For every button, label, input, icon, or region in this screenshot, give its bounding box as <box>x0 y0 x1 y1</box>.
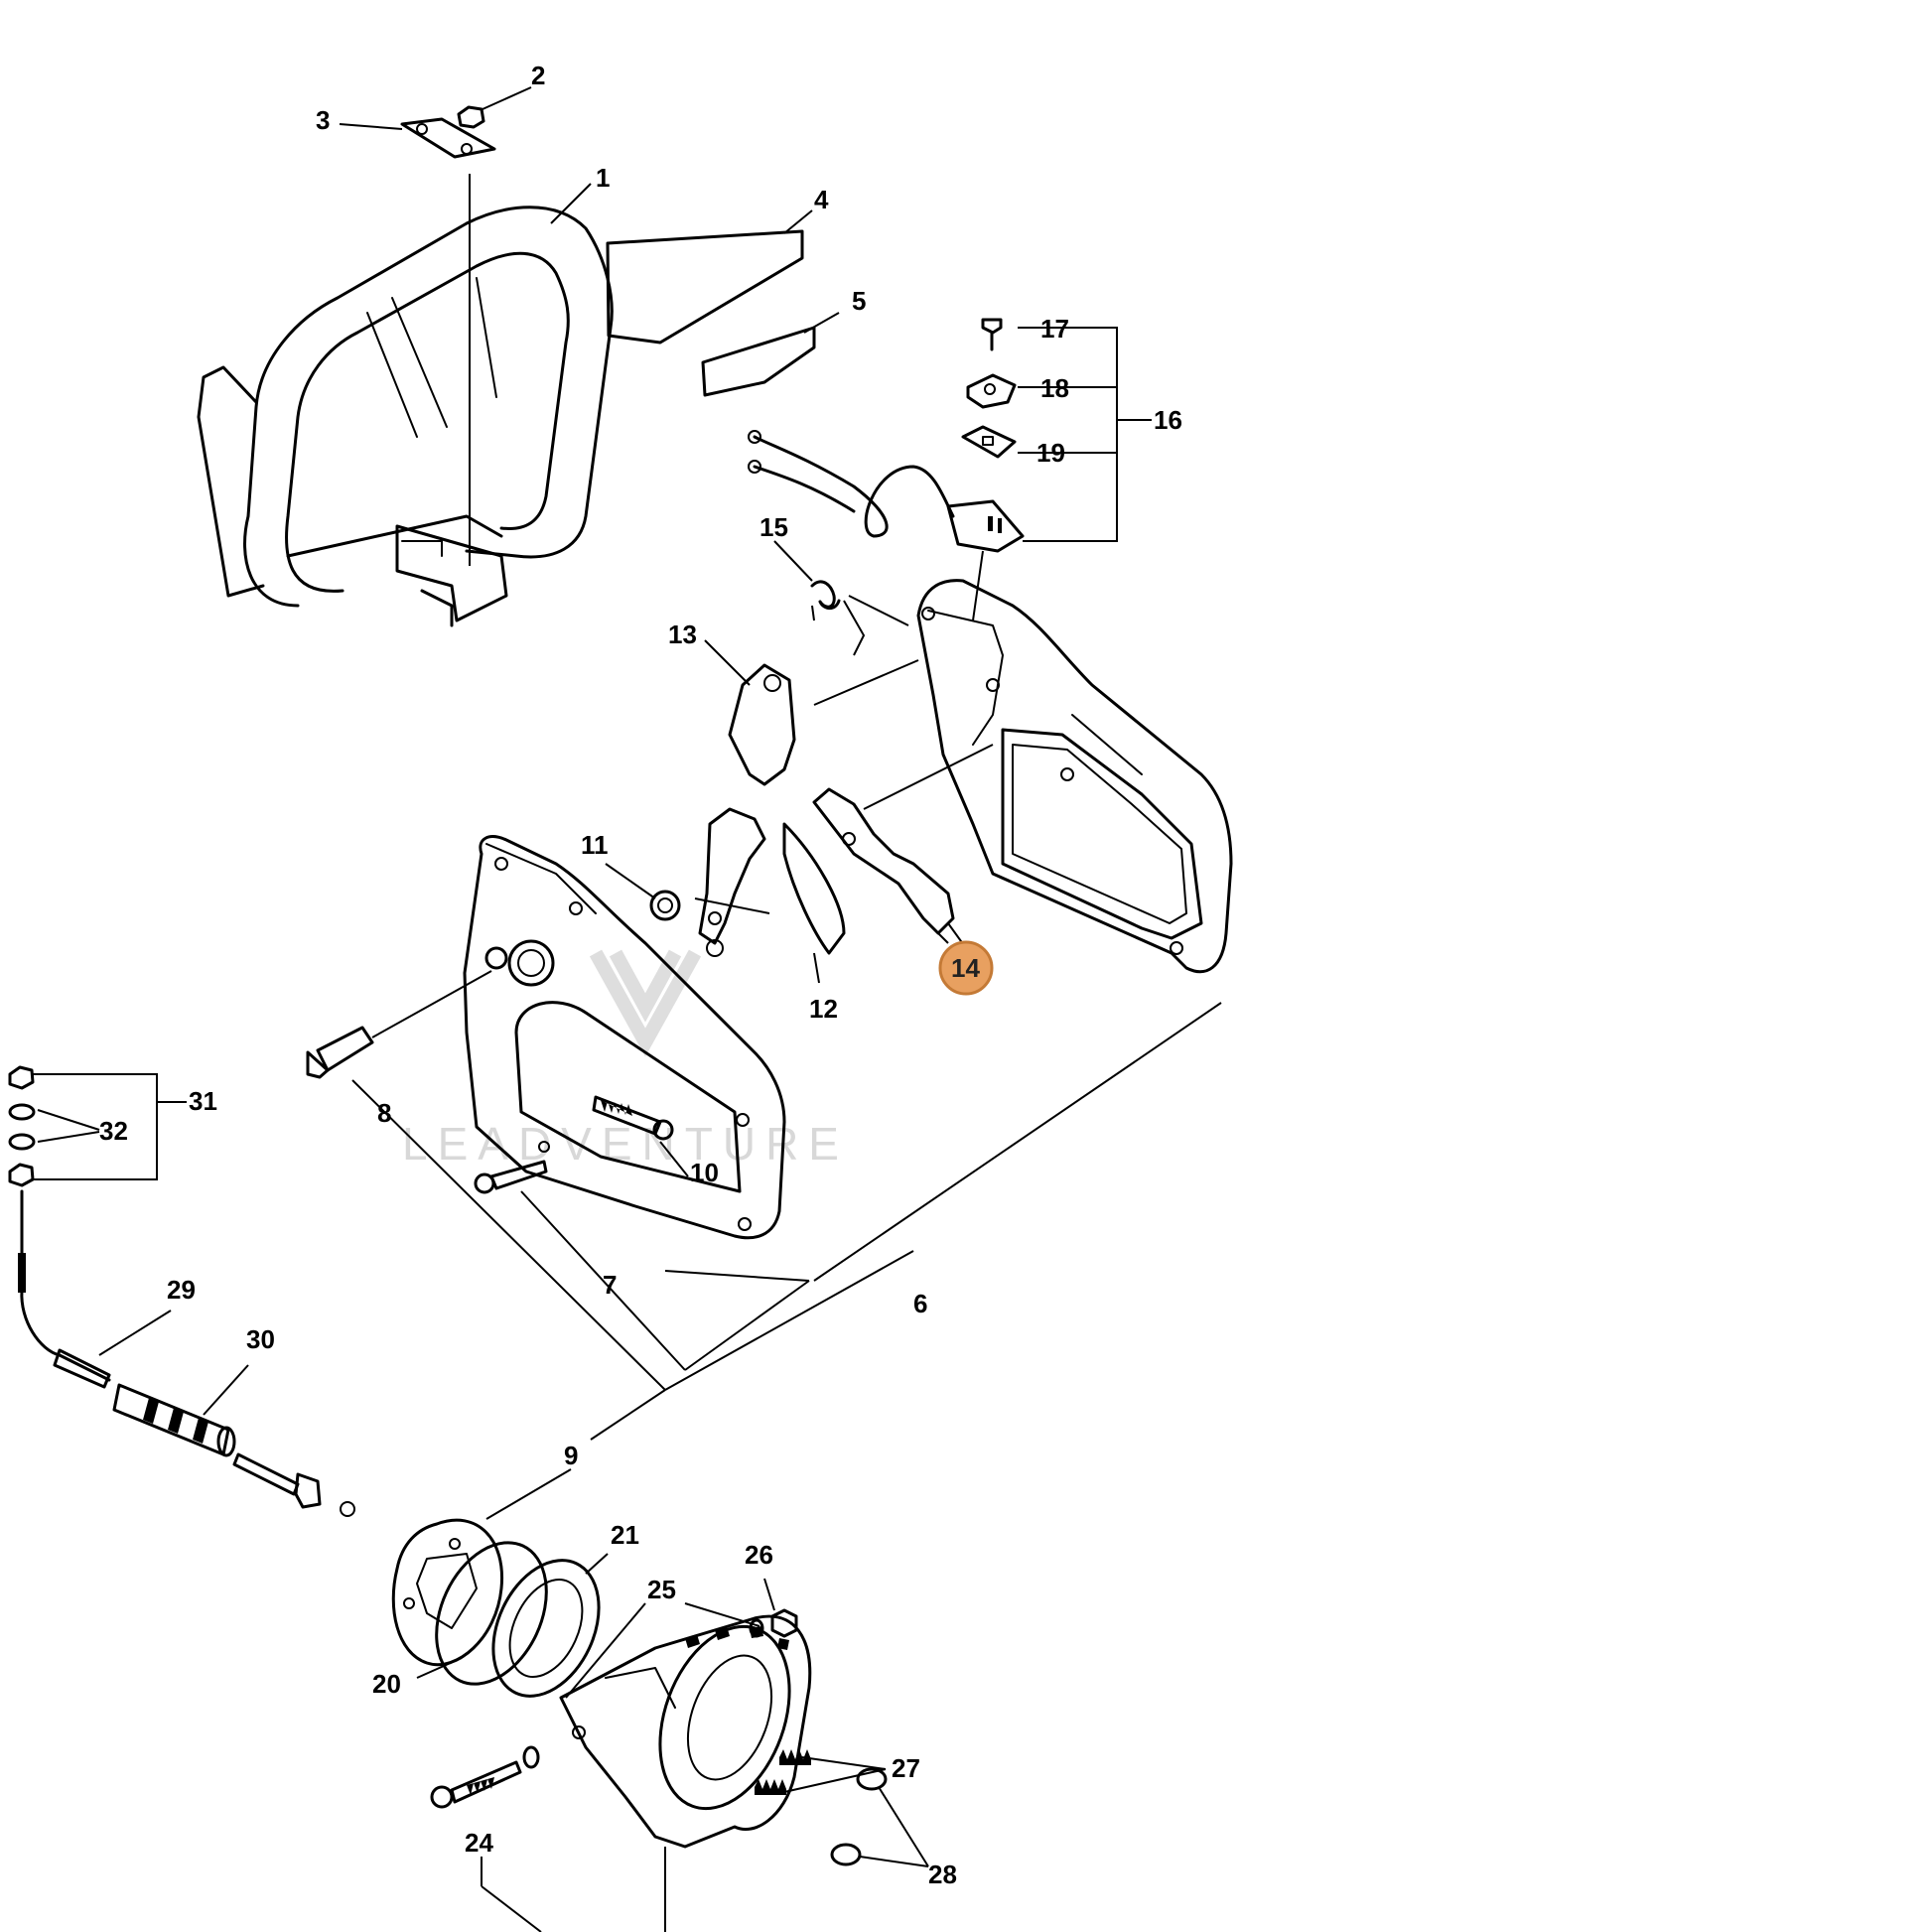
callout-11: 11 <box>581 830 609 860</box>
callout-3: 3 <box>316 105 330 135</box>
callout-12: 12 <box>809 994 838 1024</box>
screw-part-7 <box>474 1141 550 1194</box>
callout-28: 28 <box>928 1860 957 1889</box>
sleeve-part-30 <box>112 1383 236 1457</box>
callout-17: 17 <box>1040 314 1069 344</box>
callout-5: 5 <box>852 286 866 316</box>
rear-handle-housing-part-6 <box>916 579 1233 974</box>
callout-25: 25 <box>647 1575 676 1604</box>
callout-26: 26 <box>745 1540 773 1570</box>
nut-part-26 <box>749 1608 798 1638</box>
nuts-washers-parts-31-32 <box>8 1065 36 1187</box>
housing-part-25 <box>559 1614 812 1849</box>
throttle-cable-part-29 <box>18 1189 111 1389</box>
screw-part-24 <box>430 1745 540 1809</box>
callout-29: 29 <box>167 1275 196 1305</box>
callout-27: 27 <box>892 1753 920 1783</box>
label-part-4 <box>606 229 804 345</box>
callout-2: 2 <box>531 61 545 90</box>
callout-8: 8 <box>377 1098 391 1128</box>
buffers-part-28 <box>830 1767 888 1866</box>
callout-15: 15 <box>759 512 788 542</box>
callout-6: 6 <box>913 1289 927 1318</box>
callout-31: 31 <box>189 1086 217 1116</box>
callout-7: 7 <box>603 1270 617 1300</box>
callout-21: 21 <box>611 1520 639 1550</box>
front-handle-part-1 <box>197 206 614 627</box>
plate-part-19 <box>961 425 1017 459</box>
callout-9: 9 <box>564 1441 578 1470</box>
nut-part-18 <box>966 373 1017 409</box>
callout-13: 13 <box>668 620 697 649</box>
adjuster-part-29-end <box>232 1452 355 1517</box>
leader-lines <box>98 86 1222 1932</box>
callout-19: 19 <box>1036 438 1065 468</box>
callout-30: 30 <box>246 1324 275 1354</box>
callout-24: 24 <box>465 1828 493 1858</box>
side-cover-part-7 <box>463 835 786 1240</box>
springs-part-27 <box>755 1749 811 1795</box>
throttle-trigger-part-12 <box>698 807 846 957</box>
callout-10: 10 <box>690 1158 719 1187</box>
screw-part-10 <box>592 1095 674 1141</box>
callout-14: 14 <box>951 953 980 983</box>
screw-part-17 <box>981 318 1003 351</box>
label-part-5 <box>701 326 816 397</box>
callout-16: 16 <box>1154 405 1182 435</box>
callout-labels: 1 2 3 4 5 6 7 8 9 10 11 12 13 14 15 16 1… <box>99 61 1182 1889</box>
spring-part-15 <box>810 580 866 656</box>
plate-part-3 <box>400 117 496 159</box>
interlock-lever-part-13 <box>728 663 796 786</box>
callout-20: 20 <box>372 1669 401 1699</box>
trigger-part-14 <box>812 787 955 935</box>
callout-4: 4 <box>814 185 829 214</box>
switch-part-16 <box>748 430 1025 621</box>
callout-18: 18 <box>1040 373 1069 403</box>
rings-part-21 <box>435 1541 601 1698</box>
nut-part-2 <box>457 105 485 129</box>
highlight-circle-14 <box>938 940 994 996</box>
callout-32: 32 <box>99 1116 128 1146</box>
torsion-spring-part-11 <box>649 890 681 921</box>
callout-1: 1 <box>596 163 610 193</box>
threaded-bush-part-8 <box>306 970 492 1079</box>
